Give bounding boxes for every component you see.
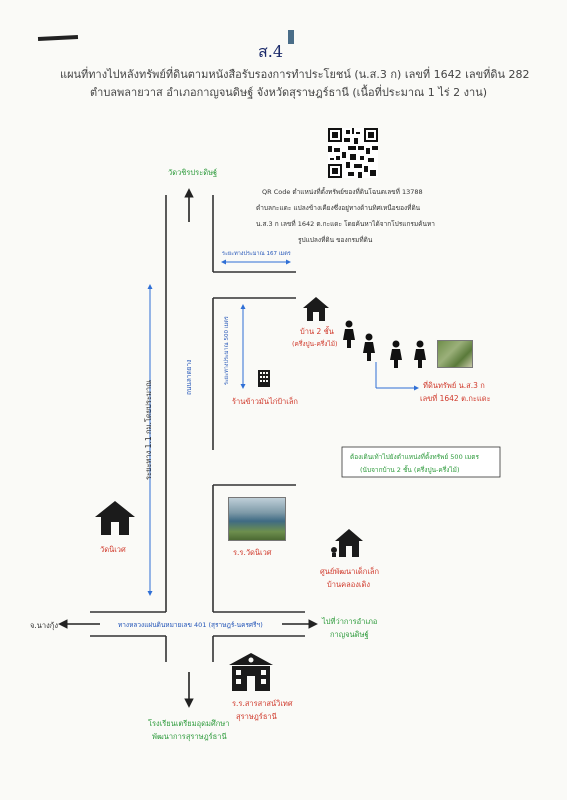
title-line-1: แผนที่ทางไปหลังทรัพย์ที่ดินตามหนังสือรับ…: [60, 68, 530, 81]
school-bottom-label: ร.ร.สารสาสน์วิเทศ: [232, 699, 293, 708]
house-icon: [303, 297, 329, 321]
property-label: ที่ดินทรัพย์ น.ส.3 ก: [423, 381, 485, 390]
building-icon: [258, 370, 270, 387]
road-vertical-label: ถนนลาดยาง: [185, 359, 193, 395]
school-left-label: ร.ร.วัดนิเวศ: [233, 548, 272, 557]
wat-top-label: วัดวชิรประดิษฐ์: [168, 168, 218, 177]
pin-mark: [288, 30, 294, 44]
distance-11km-label: ระยะทาง 1.1 กม.โดยประมาณ: [144, 379, 153, 480]
qr-caption-1: QR Code ตำแหน่งที่ตั้งทรัพย์ของที่ดินโฉน…: [262, 188, 423, 196]
left-arrow-label: จ.นางกุ้ง: [30, 621, 58, 630]
handwritten-mark: ส.4: [258, 42, 284, 61]
note-line-1: ต้องเดินเท้าไปยังตำแหน่งที่ตั้งทรัพย์ 50…: [350, 453, 479, 461]
school-bottom-sub-label: สุราษฎร์ธานี: [236, 712, 277, 721]
wat-left-label: วัดนิเวศ: [100, 545, 126, 554]
person-icon: [363, 333, 375, 361]
property-photo: [437, 340, 473, 368]
person-icon: [414, 340, 426, 368]
bottom-dest-sub-label: พัฒนาการสุราษฎร์ธานี: [152, 732, 227, 741]
distance-500-label: ระยะทางประมาณ 500 เมตร: [224, 316, 230, 385]
school-building-icon: [229, 653, 273, 691]
person-icon: [343, 320, 355, 348]
property-sub-label: เลขที่ 1642 ต.กะแดะ: [420, 394, 491, 403]
highway-label: ทางหลวงแผ่นดินหมายเลข 401 (สุราษฎร์-นครศ…: [118, 621, 263, 629]
qr-code-icon: [328, 128, 378, 178]
house-2floor-label: บ้าน 2 ชั้น: [300, 327, 334, 336]
bottom-dest-label: โรงเรียนเตรียมอุดมศึกษา: [148, 719, 230, 728]
right-arrow-label: ไปที่ว่าการอำเภอ: [322, 617, 378, 626]
qr-caption-3: น.ส.3 ก เลขที่ 1642 ต.กะแดะ โดยค้นหาได้จ…: [256, 220, 435, 228]
school-photo: [228, 497, 286, 541]
childcare-house-icon: [331, 529, 363, 557]
title-line-2: ตำบลพลายวาส อำเภอกาญจนดิษฐ์ จังหวัดสุราษ…: [90, 86, 488, 99]
qr-caption-4: รูปแปลงที่ดิน ของกรมที่ดิน: [298, 236, 373, 244]
childcare-label: ศูนย์พัฒนาเด็กเล็ก: [320, 567, 380, 576]
temple-house-icon: [95, 501, 135, 535]
person-icon: [390, 340, 402, 368]
distance-167-label: ระยะทางประมาณ 167 เมตร: [222, 251, 291, 257]
childcare-sub-label: บ้านคลองเดิง: [327, 580, 370, 589]
shop-label: ร้านข้าวมันไก่ป้าเล็ก: [232, 397, 298, 406]
right-arrow-sub-label: กาญจนดิษฐ์: [330, 630, 369, 639]
house-2floor-sub-label: (ครึ่งปูน-ครึ่งไม้): [292, 340, 338, 348]
note-line-2: (นับจากบ้าน 2 ชั้น (ครึ่งปูน-ครึ่งไม้): [360, 466, 460, 474]
qr-caption-2: ตำบลกะแดะ แปลงข้างเคียงซึ่งอยู่ทางด้านทิ…: [256, 204, 421, 212]
